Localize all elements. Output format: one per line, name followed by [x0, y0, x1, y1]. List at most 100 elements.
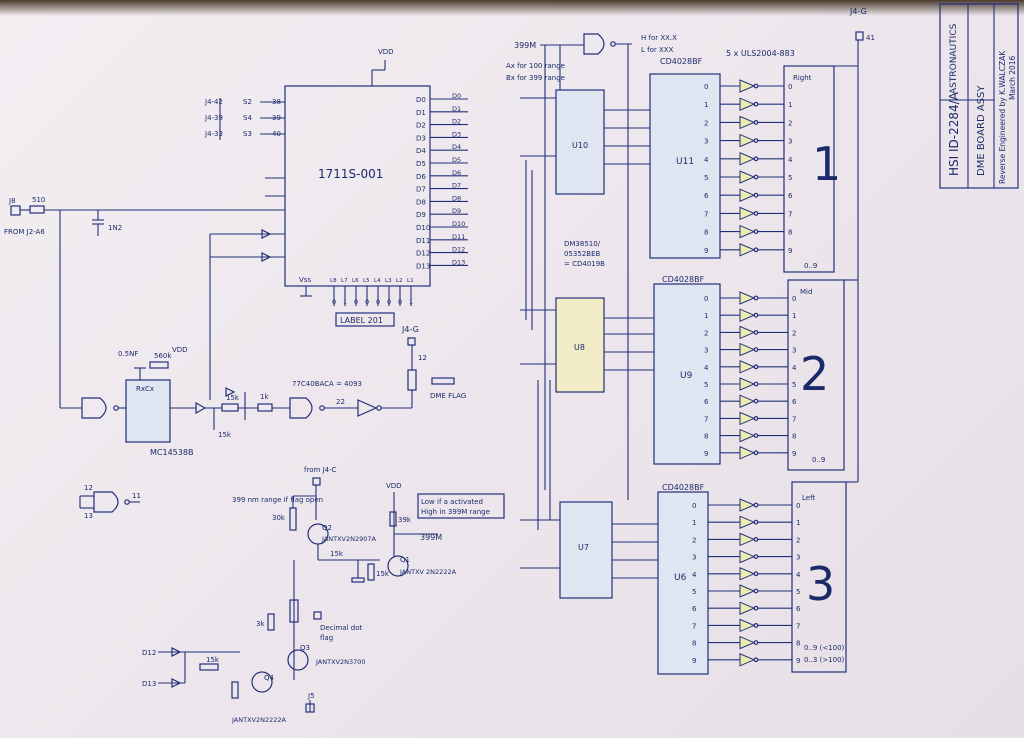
- ic-output-pin: D11: [416, 237, 430, 245]
- range-ax: Ax for 100 range: [506, 62, 565, 70]
- svg-text:41: 41: [866, 34, 875, 42]
- range-transistors: from J4-C 399 nm range if flag open 30k …: [142, 466, 505, 724]
- driver-buffer: [739, 515, 756, 529]
- decoder-output-num: 8: [704, 229, 708, 237]
- digit-label-left: Left: [802, 494, 815, 502]
- j5-label: J5: [307, 692, 315, 700]
- driver-buffer: [739, 635, 756, 650]
- driver-bubble: [753, 174, 759, 180]
- driver-buffer: [739, 567, 756, 581]
- driver-buffer: [739, 377, 756, 391]
- dec-type-1: CD4028BF: [660, 57, 703, 66]
- dp-note1: Decimal dot: [320, 624, 362, 632]
- flag-conn: J4-G: [401, 325, 419, 334]
- driver-buffer: [739, 360, 756, 374]
- digit-label-right: Right: [793, 74, 812, 82]
- driver-buffer: [739, 428, 756, 443]
- decoder-output-num: 5: [692, 588, 696, 596]
- range-note399: 399 nm range if flag open: [232, 496, 323, 504]
- shaper-r1k: 1k: [260, 393, 269, 401]
- shaper-rc: RxCx: [136, 385, 154, 393]
- input-s4: S4: [243, 114, 252, 122]
- decoder-output-num: 7: [692, 622, 696, 630]
- input-r510: 510: [32, 196, 45, 204]
- ic-bottom-pin: L7: [341, 278, 348, 284]
- decoder-output-num: 3: [704, 347, 708, 355]
- ic-output-pin: D4: [416, 147, 426, 155]
- shaper-c1: 0.5NF: [118, 350, 138, 358]
- svg-text:39k: 39k: [398, 516, 412, 524]
- driver-bubble: [753, 295, 759, 301]
- digit-boxes: Right 1 0..9 Mid 2 0..9 Left 3 0..9 (<10…: [783, 7, 875, 673]
- driver-buffer: [739, 394, 756, 408]
- digit-3: 3: [806, 557, 835, 611]
- drivers-top-conn: J4-G: [849, 7, 867, 16]
- segment-num: 5: [788, 174, 792, 182]
- segment-num: 6: [792, 398, 797, 406]
- segment-num: 6: [788, 192, 793, 200]
- ic-output-label: D8: [452, 194, 461, 202]
- segment-num: 8: [796, 640, 800, 648]
- shaper-buf: 77C40BACA = 4093: [292, 380, 362, 388]
- segment-num: 9: [792, 450, 796, 458]
- segment-num: 2: [792, 329, 796, 337]
- segment-num: 8: [788, 229, 792, 237]
- drivers-title: 5 x ULS2004-883: [726, 49, 795, 58]
- driver-buffer: [739, 206, 756, 221]
- dme-flag: J4-G 12 DME FLAG: [401, 325, 466, 400]
- title-block: HSI ID-2284/A ASTRONAUTICS DME BOARD ASS…: [939, 3, 1019, 189]
- decoder-output-num: 2: [704, 119, 708, 127]
- dp-note2: flag: [320, 634, 333, 642]
- ic-output-pin: D5: [416, 160, 426, 168]
- decoder-output-num: 0: [704, 83, 708, 91]
- driver-bubble: [753, 554, 759, 559]
- driver-bubble: [753, 364, 759, 370]
- ic-bottom-pin: L8: [330, 278, 337, 284]
- ic-output-pin: D6: [416, 173, 426, 181]
- driver-bubble: [753, 101, 759, 107]
- spare-gate: 12 13 11: [79, 484, 141, 520]
- range-note2: L for XXX: [641, 46, 674, 54]
- driver-bubble: [753, 138, 759, 144]
- decoder-output-num: 0: [692, 502, 696, 510]
- driver-bubble: [753, 119, 759, 125]
- input-s3: S3: [243, 130, 252, 138]
- input-name: FROM J2-A6: [4, 228, 45, 236]
- sel-note3: = CD4019B: [564, 260, 605, 268]
- driver-bubble: [753, 210, 759, 216]
- range-lowif: Low if a activated: [421, 498, 483, 506]
- decoder-output-num: 2: [704, 329, 708, 337]
- range-high: High in 399M range: [421, 508, 490, 516]
- q3-type: JANTXV2N3700: [315, 658, 366, 666]
- svg-text:15k: 15k: [376, 570, 390, 578]
- segment-num: 0: [796, 502, 800, 510]
- ic-output-label: D0: [452, 92, 461, 100]
- segment-num: 7: [792, 415, 796, 423]
- driver-bubble: [753, 83, 759, 89]
- q4-label: Q4: [264, 674, 275, 682]
- ic-bottom-pin: L3: [385, 278, 392, 284]
- driver-buffer: [739, 224, 756, 239]
- flag-label: DME FLAG: [430, 392, 466, 400]
- svg-text:30k: 30k: [272, 514, 286, 522]
- ic-bottom-bit: 1: [409, 298, 413, 306]
- shaper-r1: 560k: [154, 352, 172, 360]
- driver-bubble: [753, 571, 759, 577]
- driver-buffer: [739, 152, 756, 166]
- segment-num: 2: [788, 119, 792, 127]
- segment-num: 7: [796, 622, 800, 630]
- dp-d13: D13: [142, 680, 156, 688]
- segment-num: 4: [796, 571, 801, 579]
- sel-note2: 05352BEB: [564, 250, 600, 258]
- main-ic-vdd: VDD: [378, 48, 394, 56]
- ic-bottom-bit: 0: [354, 298, 358, 306]
- title-line5: March 2016: [1008, 55, 1017, 100]
- input-j4-33: J4-33: [204, 130, 223, 138]
- driver-buffer: [739, 498, 756, 512]
- range-src: from J4-C: [304, 466, 337, 474]
- ic-output-label: D9: [452, 207, 461, 215]
- segment-num: 1: [788, 101, 792, 109]
- driver-buffer: [739, 601, 756, 615]
